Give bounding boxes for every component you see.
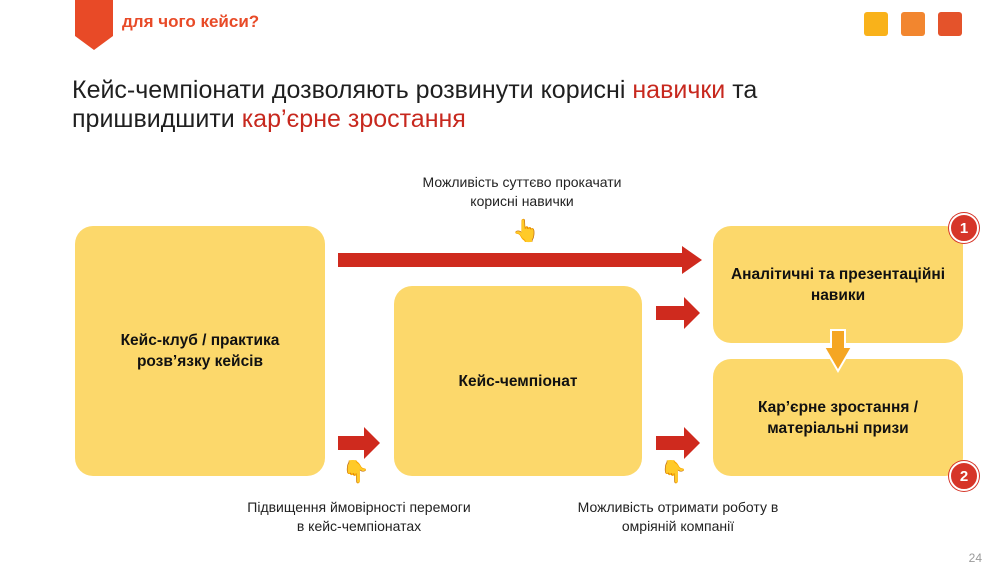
box-case-club: Кейс-клуб / практика розв’язку кейсів [75,226,325,476]
pointing-hand-icon: 👆 [512,218,540,243]
box-career: Кар’єрне зростання / матеріальні призи [713,359,963,476]
caption-bottom-right-line-2: омріяній компанії [621,518,735,534]
section-label: для чого кейси? [122,12,260,31]
box-case-club-line-2: розв’язку кейсів [136,353,264,370]
title-highlight-1: навички [632,76,726,104]
badge-1: 1 [949,213,979,243]
title-part-2: та [725,76,758,104]
box-skills: Аналітичні та презентаційні навики [713,226,963,343]
caption-top-line-1: Можливість суттєво прокачати [422,174,622,190]
box-skills-line-2: навики [810,286,866,304]
pointing-hand-icon: 👇 [342,459,370,484]
box-case-club-line-1: Кейс-клуб / практика [120,332,280,349]
caption-bottom-left: Підвищення ймовірності перемоги в кейс-ч… [218,498,500,536]
box-championship-label: Кейс-чемпіонат [458,372,578,390]
title-part-1: Кейс-чемпіонати дозволяють розвинути кор… [72,76,633,104]
badge-2: 2 [949,461,979,491]
caption-top: Можливість суттєво прокачати корисні нав… [392,173,652,211]
box-championship: Кейс-чемпіонат [394,286,642,476]
box-skills-line-1: Аналітичні та презентаційні [730,265,946,283]
arrow-championship-to-career [656,427,700,459]
accent-square-3 [938,12,962,36]
caption-bottom-left-line-2: в кейс-чемпіонатах [296,518,422,534]
box-career-line-2: матеріальні призи [767,419,909,437]
arrow-long-top [338,246,702,274]
accent-square-1 [864,12,888,36]
caption-bottom-right: Можливість отримати роботу в омріяній ко… [548,498,808,536]
pointing-hand-icon: 👇 [660,459,688,484]
arrow-club-to-championship [338,427,380,459]
caption-bottom-left-line-1: Підвищення ймовірності перемоги [247,499,471,515]
arrow-skills-to-career [822,329,854,373]
bookmark-ribbon-icon [75,0,113,50]
page-number: 24 [968,551,982,565]
caption-top-line-2: корисні навички [470,193,574,209]
title-highlight-2: кар’єрне зростання [241,105,466,133]
accent-square-2 [901,12,925,36]
caption-bottom-right-line-1: Можливість отримати роботу в [577,499,779,515]
page-title: Кейс-чемпіонати дозволяють розвинути кор… [72,76,932,134]
title-part-3: пришвидшити [72,105,242,133]
box-career-line-1: Кар’єрне зростання / [757,398,918,416]
arrow-to-skills [656,297,700,329]
